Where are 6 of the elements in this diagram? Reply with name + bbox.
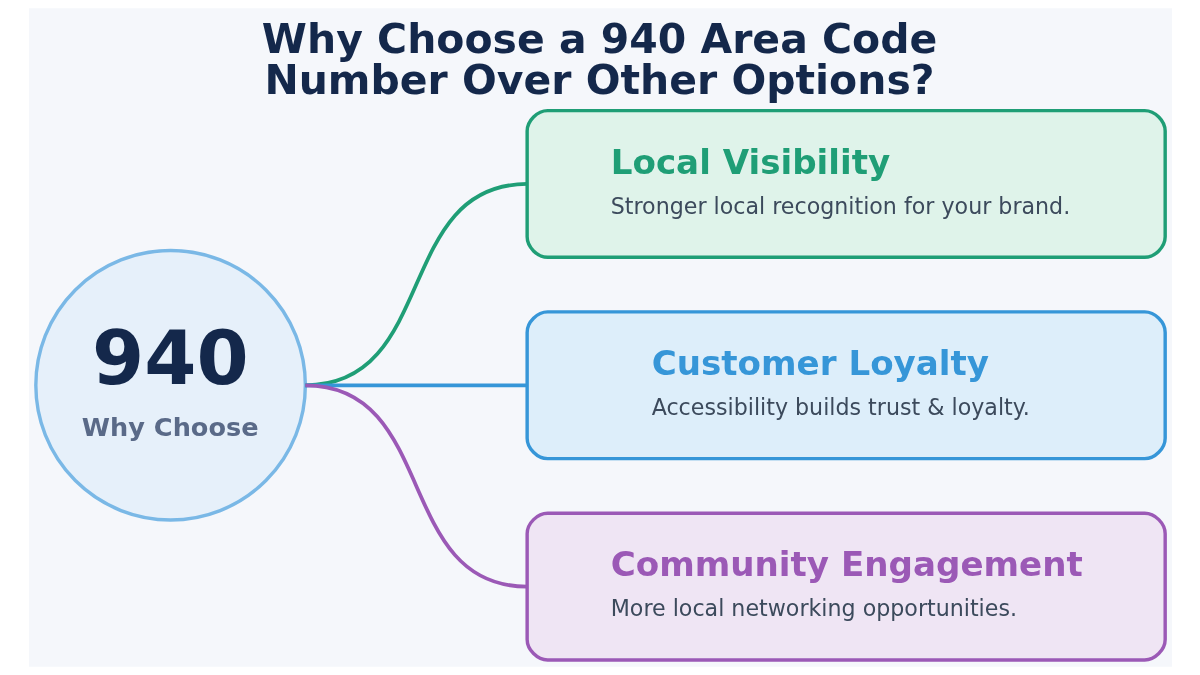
diagram-title: Why Choose a 940 Area Code Number Over Other Options? bbox=[261, 14, 937, 104]
node-box: Community Engagement More local networking opportunities. bbox=[524, 511, 1167, 662]
node-circle: 940 Why Choose bbox=[33, 248, 307, 522]
connector bbox=[304, 383, 527, 589]
node-box: Local Visibility Stronger local recognition for your brand. bbox=[524, 108, 1167, 260]
node-box: Customer Loyalty Accessibility builds trust & loyalty. bbox=[524, 310, 1167, 461]
